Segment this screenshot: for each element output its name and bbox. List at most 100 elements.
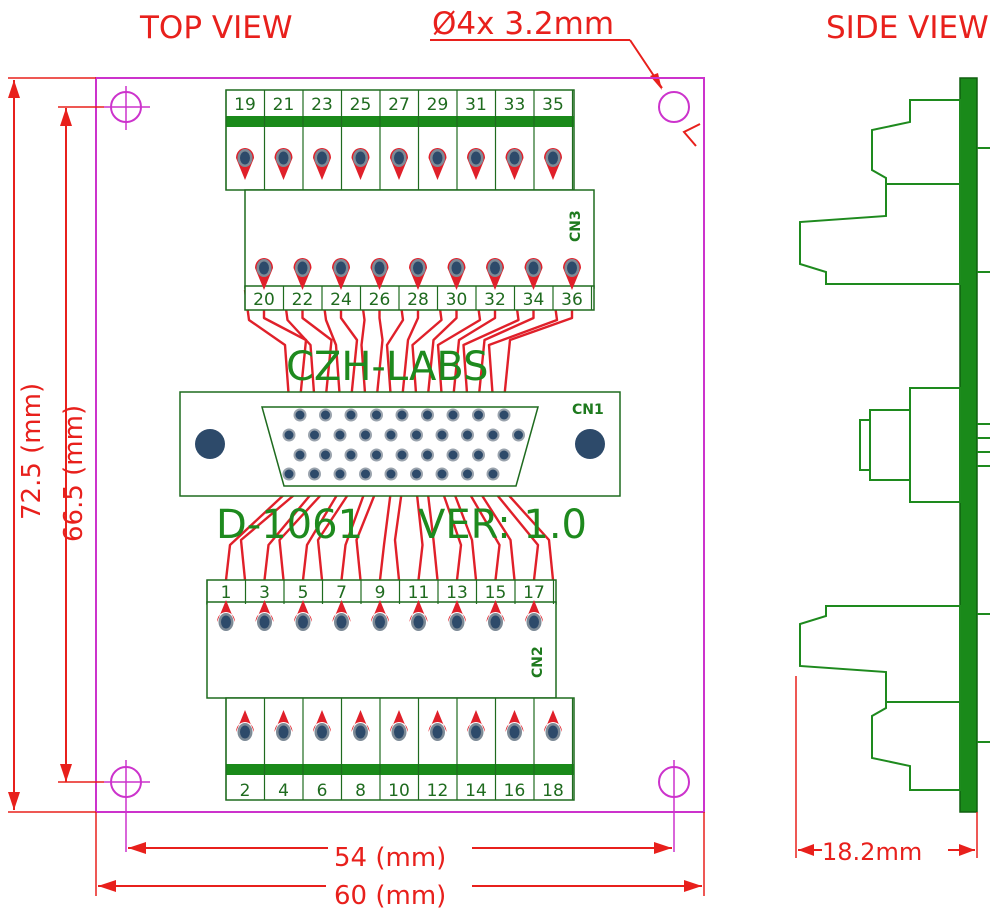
db-pin-hole bbox=[310, 469, 319, 479]
db-pin-hole bbox=[372, 450, 381, 460]
cn3-lower-pad-hole bbox=[528, 261, 539, 275]
pin-number: 33 bbox=[504, 95, 526, 115]
db-pin-hole bbox=[361, 469, 370, 479]
cn2-lower-pad-hole bbox=[355, 725, 366, 739]
db-pin-hole bbox=[397, 410, 407, 420]
cn2-lower-pad-teardrop bbox=[236, 710, 254, 732]
cn3-bottom-cells bbox=[244, 286, 593, 310]
cn2-lower-pad-teardrop bbox=[274, 710, 293, 732]
db-pin-hole bbox=[295, 410, 305, 420]
db-pin-hole bbox=[423, 410, 432, 420]
cn2-upper-pad-teardrop bbox=[294, 600, 312, 622]
pin-number: 30 bbox=[446, 290, 468, 310]
board-outline bbox=[95, 77, 705, 813]
cn1-pins bbox=[282, 408, 525, 481]
pin-number: 19 bbox=[234, 95, 256, 115]
db-connector-cn1 bbox=[179, 391, 621, 497]
pin-number: 10 bbox=[388, 781, 410, 801]
pin-number: 16 bbox=[504, 781, 526, 801]
pin-number: 7 bbox=[336, 583, 347, 603]
pin-number: 20 bbox=[253, 290, 275, 310]
db-pin-hole bbox=[321, 410, 330, 420]
side-view bbox=[799, 77, 990, 813]
holes-leader-arrow-2 bbox=[682, 123, 701, 147]
cn3-lower-pad-hole bbox=[297, 261, 308, 275]
cn2-label: CN2 bbox=[530, 646, 546, 678]
cn2-bottom-cells bbox=[225, 698, 574, 800]
cn3-upper-pad-hole bbox=[394, 151, 404, 165]
side-terminal-top bbox=[799, 99, 961, 285]
cn2-lower-pad-hole bbox=[471, 725, 481, 739]
db-pin-hole bbox=[514, 430, 523, 440]
pin-number: 23 bbox=[311, 95, 333, 115]
cn3-lower-pad-hole bbox=[259, 261, 269, 275]
cn3-bottom-strip bbox=[244, 285, 595, 311]
dimension-height-outer bbox=[8, 77, 96, 813]
cn3-lower-pad-hole bbox=[374, 261, 385, 275]
cn2-upper-pad-teardrop bbox=[448, 600, 466, 622]
cn3-top-bar bbox=[226, 116, 574, 127]
pin-number: 14 bbox=[465, 781, 487, 801]
pin-number: 31 bbox=[465, 95, 487, 115]
pin-number: 17 bbox=[523, 583, 545, 603]
db-pin-hole bbox=[463, 469, 472, 479]
cn2-lower-pad-teardrop bbox=[428, 710, 447, 732]
width-inner-label: 54 (mm) bbox=[334, 843, 446, 873]
pin-number: 22 bbox=[292, 290, 314, 310]
cn2-lower-pad-hole bbox=[432, 725, 443, 739]
pin-number: 29 bbox=[427, 95, 449, 115]
cn2-lower-pad-teardrop bbox=[351, 710, 370, 732]
db-pin-hole bbox=[361, 430, 370, 440]
holes-leader-arrow bbox=[650, 73, 662, 90]
db-pin-hole bbox=[386, 430, 396, 440]
pin-number: 5 bbox=[298, 583, 309, 603]
dimension-height-inner bbox=[58, 106, 104, 783]
side-pcb-edge bbox=[959, 77, 978, 813]
pin-number: 9 bbox=[375, 583, 386, 603]
dimension-width-outer bbox=[95, 812, 705, 896]
top-view-title: TOP VIEW bbox=[139, 10, 292, 46]
cn2-upper-pad-teardrop bbox=[525, 600, 543, 622]
pin-number: 18 bbox=[542, 781, 564, 801]
cn2-lower-pad-teardrop bbox=[505, 710, 524, 732]
dimension-side-depth bbox=[795, 676, 978, 858]
terminal-pads bbox=[217, 148, 581, 741]
cn3-lower-pad-hole bbox=[490, 261, 500, 275]
db-pin-hole bbox=[310, 430, 319, 440]
db-pin-hole bbox=[488, 430, 498, 440]
cn2-upper-pad-hole bbox=[221, 615, 231, 629]
cn2-top-cells bbox=[206, 580, 555, 604]
side-terminal-bottom bbox=[799, 605, 961, 791]
cn2-upper-pad-hole bbox=[375, 615, 385, 629]
cn3-upper-pad-hole bbox=[355, 151, 366, 165]
db-pin-hole bbox=[284, 430, 294, 440]
cn3-lower-pad-hole bbox=[336, 261, 346, 275]
db-pin-hole bbox=[474, 450, 483, 460]
cn2-upper-pad-teardrop bbox=[217, 600, 235, 622]
db-pin-hole bbox=[412, 469, 421, 479]
pin-number: 34 bbox=[523, 290, 545, 310]
cn2-lower-pad-teardrop bbox=[390, 710, 408, 732]
pin-number: 4 bbox=[278, 781, 289, 801]
pin-number: 21 bbox=[273, 95, 295, 115]
height-inner-label: 66.5 (mm) bbox=[59, 405, 89, 542]
db-pin-hole bbox=[499, 450, 509, 460]
height-outer-label: 72.5 (mm) bbox=[17, 383, 47, 520]
db-pin-hole bbox=[397, 450, 407, 460]
db-pin-hole bbox=[335, 430, 345, 440]
version-silkscreen: VER: 1.0 bbox=[418, 502, 587, 548]
cn1-mount-hole-left bbox=[195, 429, 225, 459]
cn2-upper-pad-teardrop bbox=[409, 600, 428, 622]
pin-number: 28 bbox=[407, 290, 429, 310]
mounting-hole-bottom-right bbox=[658, 760, 690, 852]
db-pin-hole bbox=[412, 430, 421, 440]
side-view-title: SIDE VIEW bbox=[826, 10, 989, 46]
cn1-shell bbox=[261, 406, 539, 487]
cn3-lower-pad-hole bbox=[451, 261, 462, 275]
cn2-upper-pad-teardrop bbox=[371, 600, 389, 622]
